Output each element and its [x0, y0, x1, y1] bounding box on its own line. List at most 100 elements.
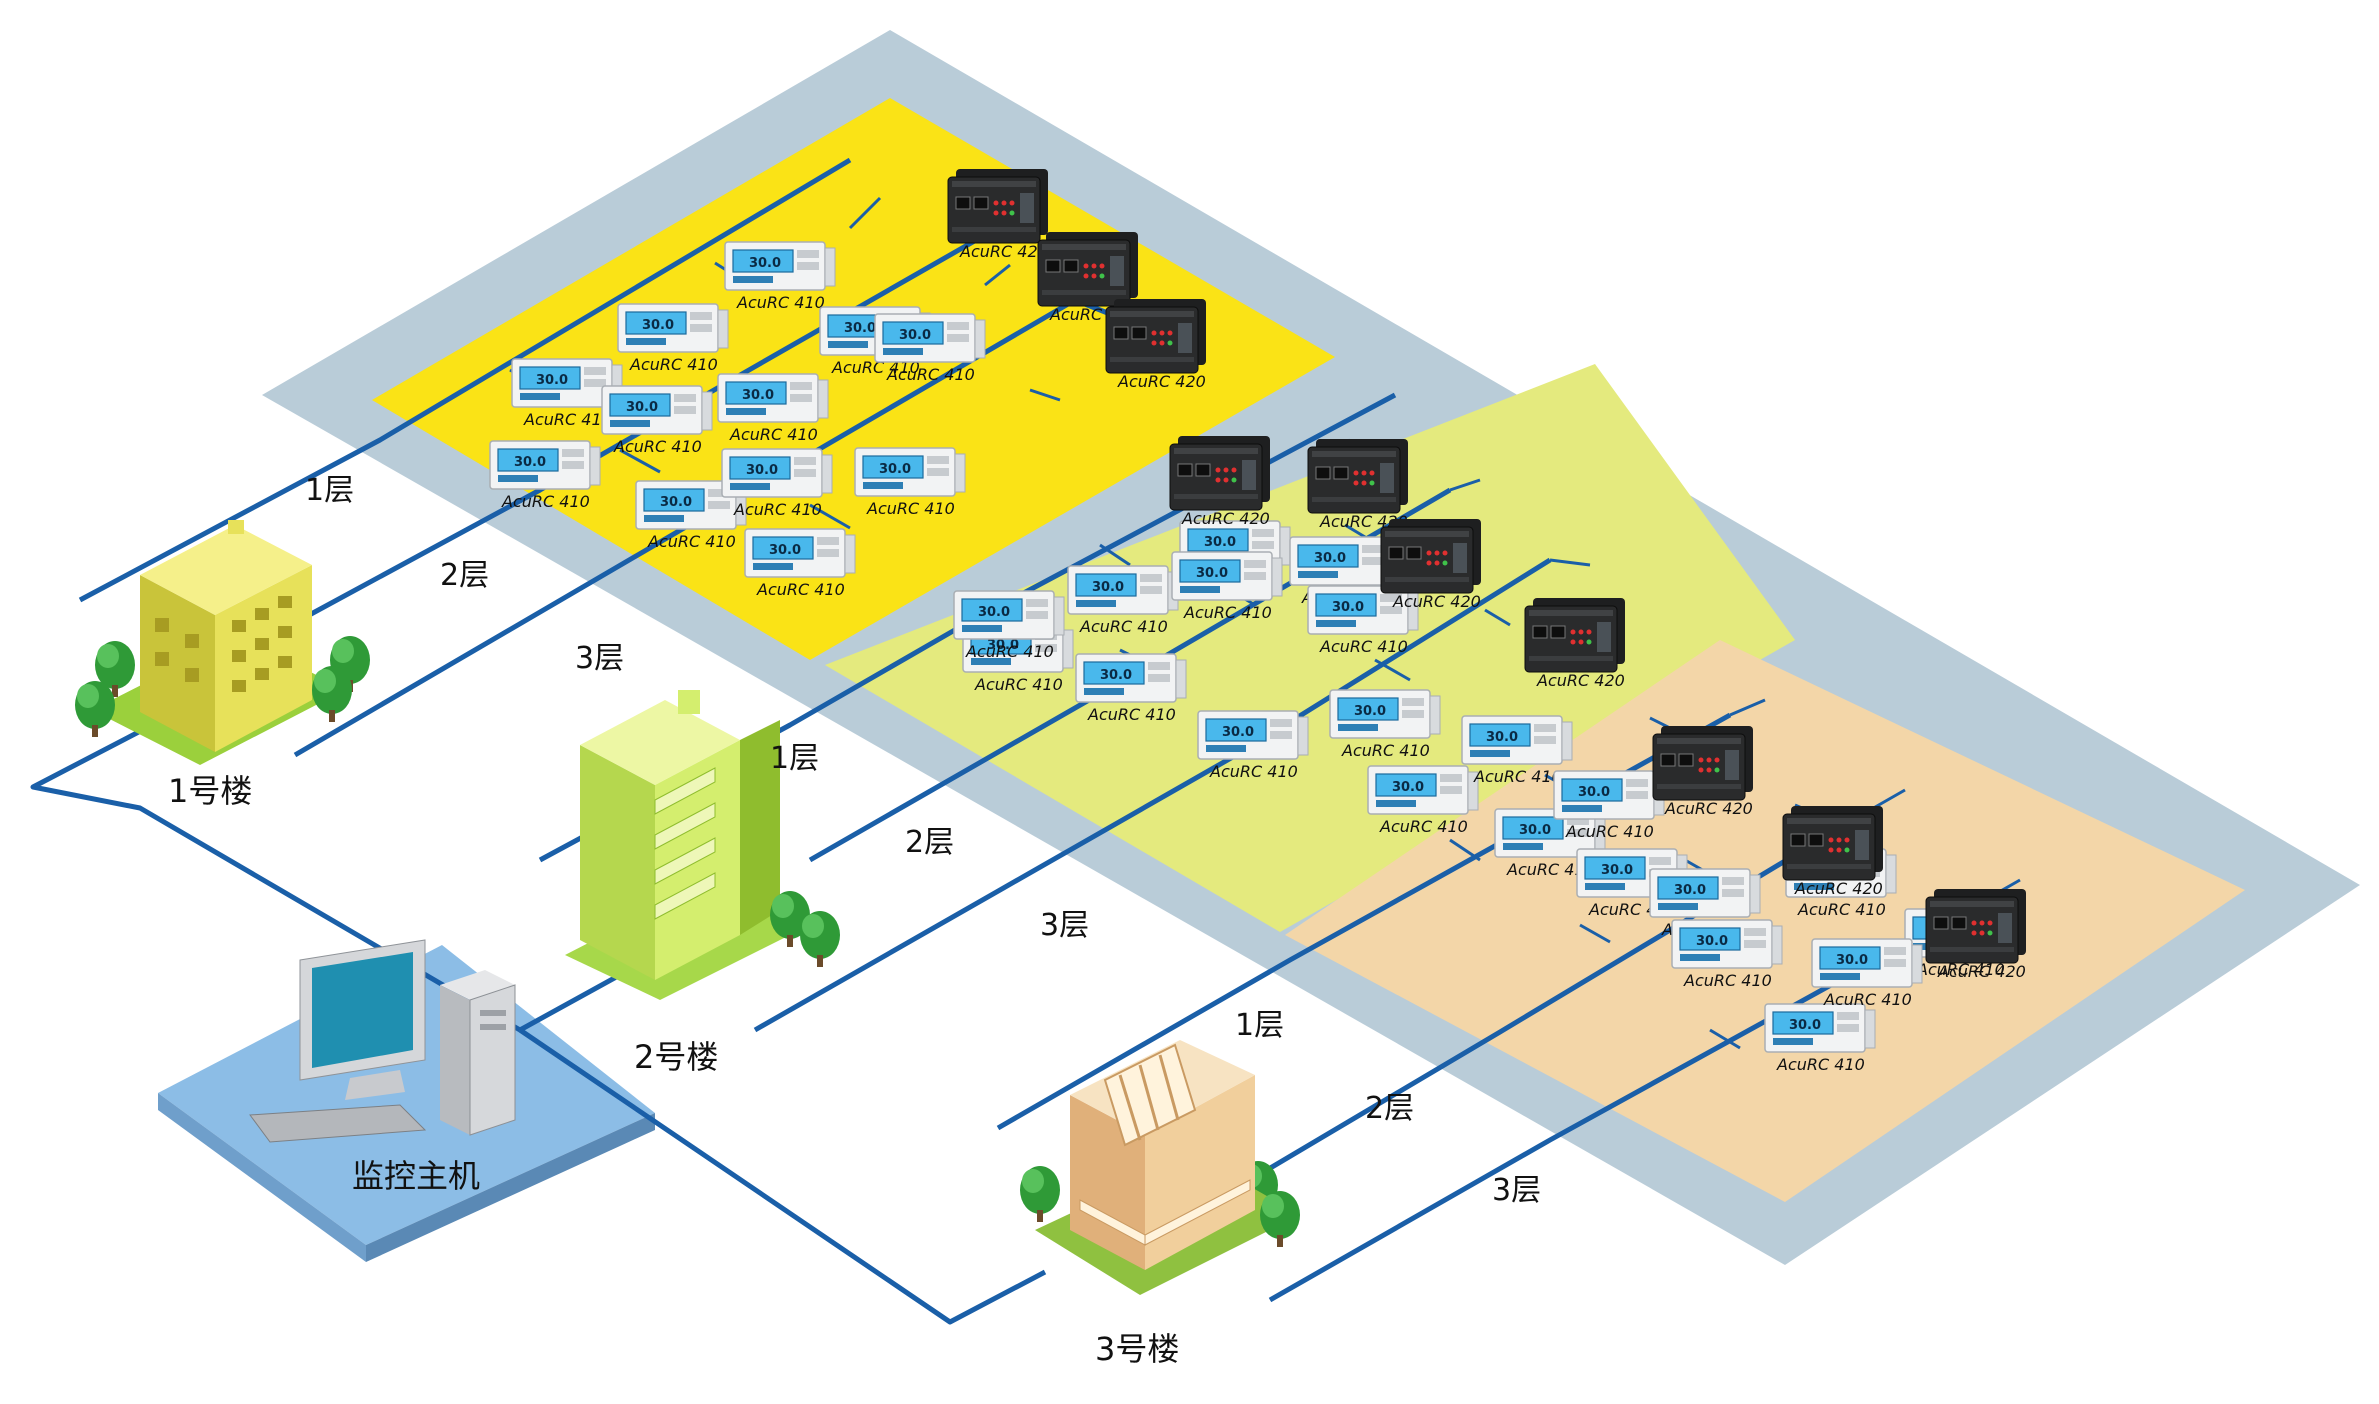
- acurc-410-device: AcuRC 410: [511, 358, 623, 429]
- acurc-410-device: AcuRC 410: [617, 303, 729, 374]
- acurc-410-label: AcuRC 410: [756, 580, 845, 599]
- floor-label: 2层: [440, 558, 489, 593]
- acurc-410-label: AcuRC 410: [1319, 637, 1408, 656]
- acurc-410-device: AcuRC 410: [1461, 715, 1573, 786]
- host-pad: [158, 945, 655, 1245]
- acurc-410-label: AcuRC 410: [1473, 767, 1562, 786]
- acurc-410-device: AcuRC 410: [1171, 551, 1283, 622]
- acurc-420-device: AcuRC 420: [1380, 518, 1482, 611]
- acurc-410-label: AcuRC 410: [736, 293, 825, 312]
- acurc-410-label: AcuRC 410: [866, 499, 955, 518]
- acurc-420-device: AcuRC 420: [947, 168, 1049, 261]
- acurc-410-device: AcuRC 410: [962, 623, 1074, 694]
- zone-building-2: [825, 364, 1795, 932]
- acurc-410-device: AcuRC 410: [1671, 919, 1783, 990]
- host-pad-side-right: [366, 1113, 655, 1262]
- acurc-420-label: AcuRC 420: [1937, 962, 2026, 981]
- acurc-410-label: AcuRC 410: [886, 365, 975, 384]
- acurc-410-label: AcuRC 410: [1916, 960, 2005, 979]
- building-1-icon: [75, 520, 370, 765]
- acurc-410-label: AcuRC 410: [1341, 741, 1430, 760]
- acurc-410-label: AcuRC 410: [523, 410, 612, 429]
- acurc-410-device: AcuRC 410: [489, 440, 601, 511]
- floor-label: 2层: [905, 825, 954, 860]
- acurc-410-label: AcuRC 410: [1183, 603, 1272, 622]
- acurc-410-label: AcuRC 410: [831, 358, 920, 377]
- acurc-410-device: AcuRC 410: [1367, 765, 1479, 836]
- acurc-420-device: AcuRC 420: [1782, 805, 1884, 898]
- acurc-410-device: AcuRC 410: [1764, 1003, 1876, 1074]
- acurc-410-device: AcuRC 410: [1494, 808, 1606, 879]
- host-label: 监控主机: [352, 1157, 480, 1195]
- acurc-410-label: AcuRC 410: [629, 355, 718, 374]
- acurc-420-label: AcuRC 420: [1392, 592, 1481, 611]
- acurc-410-device: AcuRC 410: [717, 373, 829, 444]
- acurc-410-device: AcuRC 410: [819, 306, 931, 377]
- acurc-420-device: AcuRC 420: [1169, 435, 1271, 528]
- acurc-420-label: AcuRC 420: [1794, 879, 1883, 898]
- acurc-420-label: AcuRC 420: [959, 242, 1048, 261]
- acurc-410-device: AcuRC 410: [635, 480, 747, 551]
- acurc-410-label: AcuRC 410: [733, 500, 822, 519]
- building-1-label: 1号楼: [168, 772, 252, 810]
- acurc-410-device: AcuRC 410: [854, 447, 966, 518]
- acurc-410-device: AcuRC 410: [1197, 710, 1309, 781]
- floor-label: 3层: [1040, 908, 1089, 943]
- acurc-420-device: AcuRC 420: [1524, 597, 1626, 690]
- acurc-410-label: AcuRC 410: [965, 642, 1054, 661]
- building-2-label: 2号楼: [634, 1038, 718, 1076]
- acurc-410-label: AcuRC 410: [974, 675, 1063, 694]
- acurc-410-device: AcuRC 410: [1075, 653, 1187, 724]
- acurc-410-device: AcuRC 410: [953, 590, 1065, 661]
- host-pad-side: [158, 1093, 366, 1262]
- acurc-410-label: AcuRC 410: [1823, 990, 1912, 1009]
- acurc-410-label: AcuRC 410: [1209, 762, 1298, 781]
- floor-label: 2层: [1365, 1091, 1414, 1126]
- acurc-410-label: AcuRC 410: [1079, 617, 1168, 636]
- acurc-410-label: AcuRC 410: [647, 532, 736, 551]
- acurc-420-device: AcuRC 420: [1307, 438, 1409, 531]
- acurc-420-device: AcuRC 420: [1105, 298, 1207, 391]
- acurc-420-label: AcuRC 420: [1117, 372, 1206, 391]
- acurc-420-label: AcuRC 420: [1536, 671, 1625, 690]
- acurc-410-device: AcuRC 410: [1553, 770, 1665, 841]
- acurc-410-device: AcuRC 410: [874, 313, 986, 384]
- acurc-410-label: AcuRC 410: [1776, 1055, 1865, 1074]
- acurc-410-device: AcuRC 410: [721, 448, 833, 519]
- building-2-icon: [565, 690, 840, 1000]
- floor-label: 1层: [305, 473, 354, 508]
- floor-label: 1层: [770, 741, 819, 776]
- acurc-410-label: AcuRC 410: [501, 492, 590, 511]
- acurc-420-device: AcuRC 420: [1925, 888, 2027, 981]
- floor-labels: 1层 2层 3层 1层 2层 3层 1层 2层 3层: [305, 473, 1541, 1208]
- floor-label: 3层: [575, 641, 624, 676]
- acurc-410-device: AcuRC 410: [724, 241, 836, 312]
- acurc-410-device: AcuRC 410: [1329, 689, 1441, 760]
- acurc-410-label: AcuRC 410: [1379, 817, 1468, 836]
- acurc-420-label: AcuRC 420: [1664, 799, 1753, 818]
- acurc-410-label: AcuRC 410: [729, 425, 818, 444]
- acurc-410-device: AcuRC 410: [1067, 565, 1179, 636]
- building-3-icon: [1020, 1040, 1300, 1295]
- acurc-410-label: AcuRC 410: [613, 437, 702, 456]
- acurc-410-label: AcuRC 410: [1565, 822, 1654, 841]
- acurc-410-device: AcuRC 410: [744, 528, 856, 599]
- acurc-410-label: AcuRC 410: [1683, 971, 1772, 990]
- floor-label: 1层: [1235, 1008, 1284, 1043]
- acurc-420-label: AcuRC 420: [1319, 512, 1408, 531]
- building-3-label: 3号楼: [1095, 1330, 1179, 1368]
- acurc-410-label: AcuRC 410: [1797, 900, 1886, 919]
- acurc-410-label: AcuRC 410: [1506, 860, 1595, 879]
- acurc-410-device: AcuRC 410: [601, 385, 713, 456]
- acurc-410-device: AcuRC 410: [1811, 938, 1923, 1009]
- acurc-410-device: AcuRC 410: [1904, 908, 2016, 979]
- floor-label: 3层: [1492, 1173, 1541, 1208]
- acurc-410-label: AcuRC 410: [1087, 705, 1176, 724]
- acurc-410-device: AcuRC 410: [1307, 585, 1419, 656]
- acurc-410-device: AcuRC 410: [1785, 848, 1897, 919]
- computer-icon: [249, 939, 516, 1143]
- acurc-420-label: AcuRC 420: [1181, 509, 1270, 528]
